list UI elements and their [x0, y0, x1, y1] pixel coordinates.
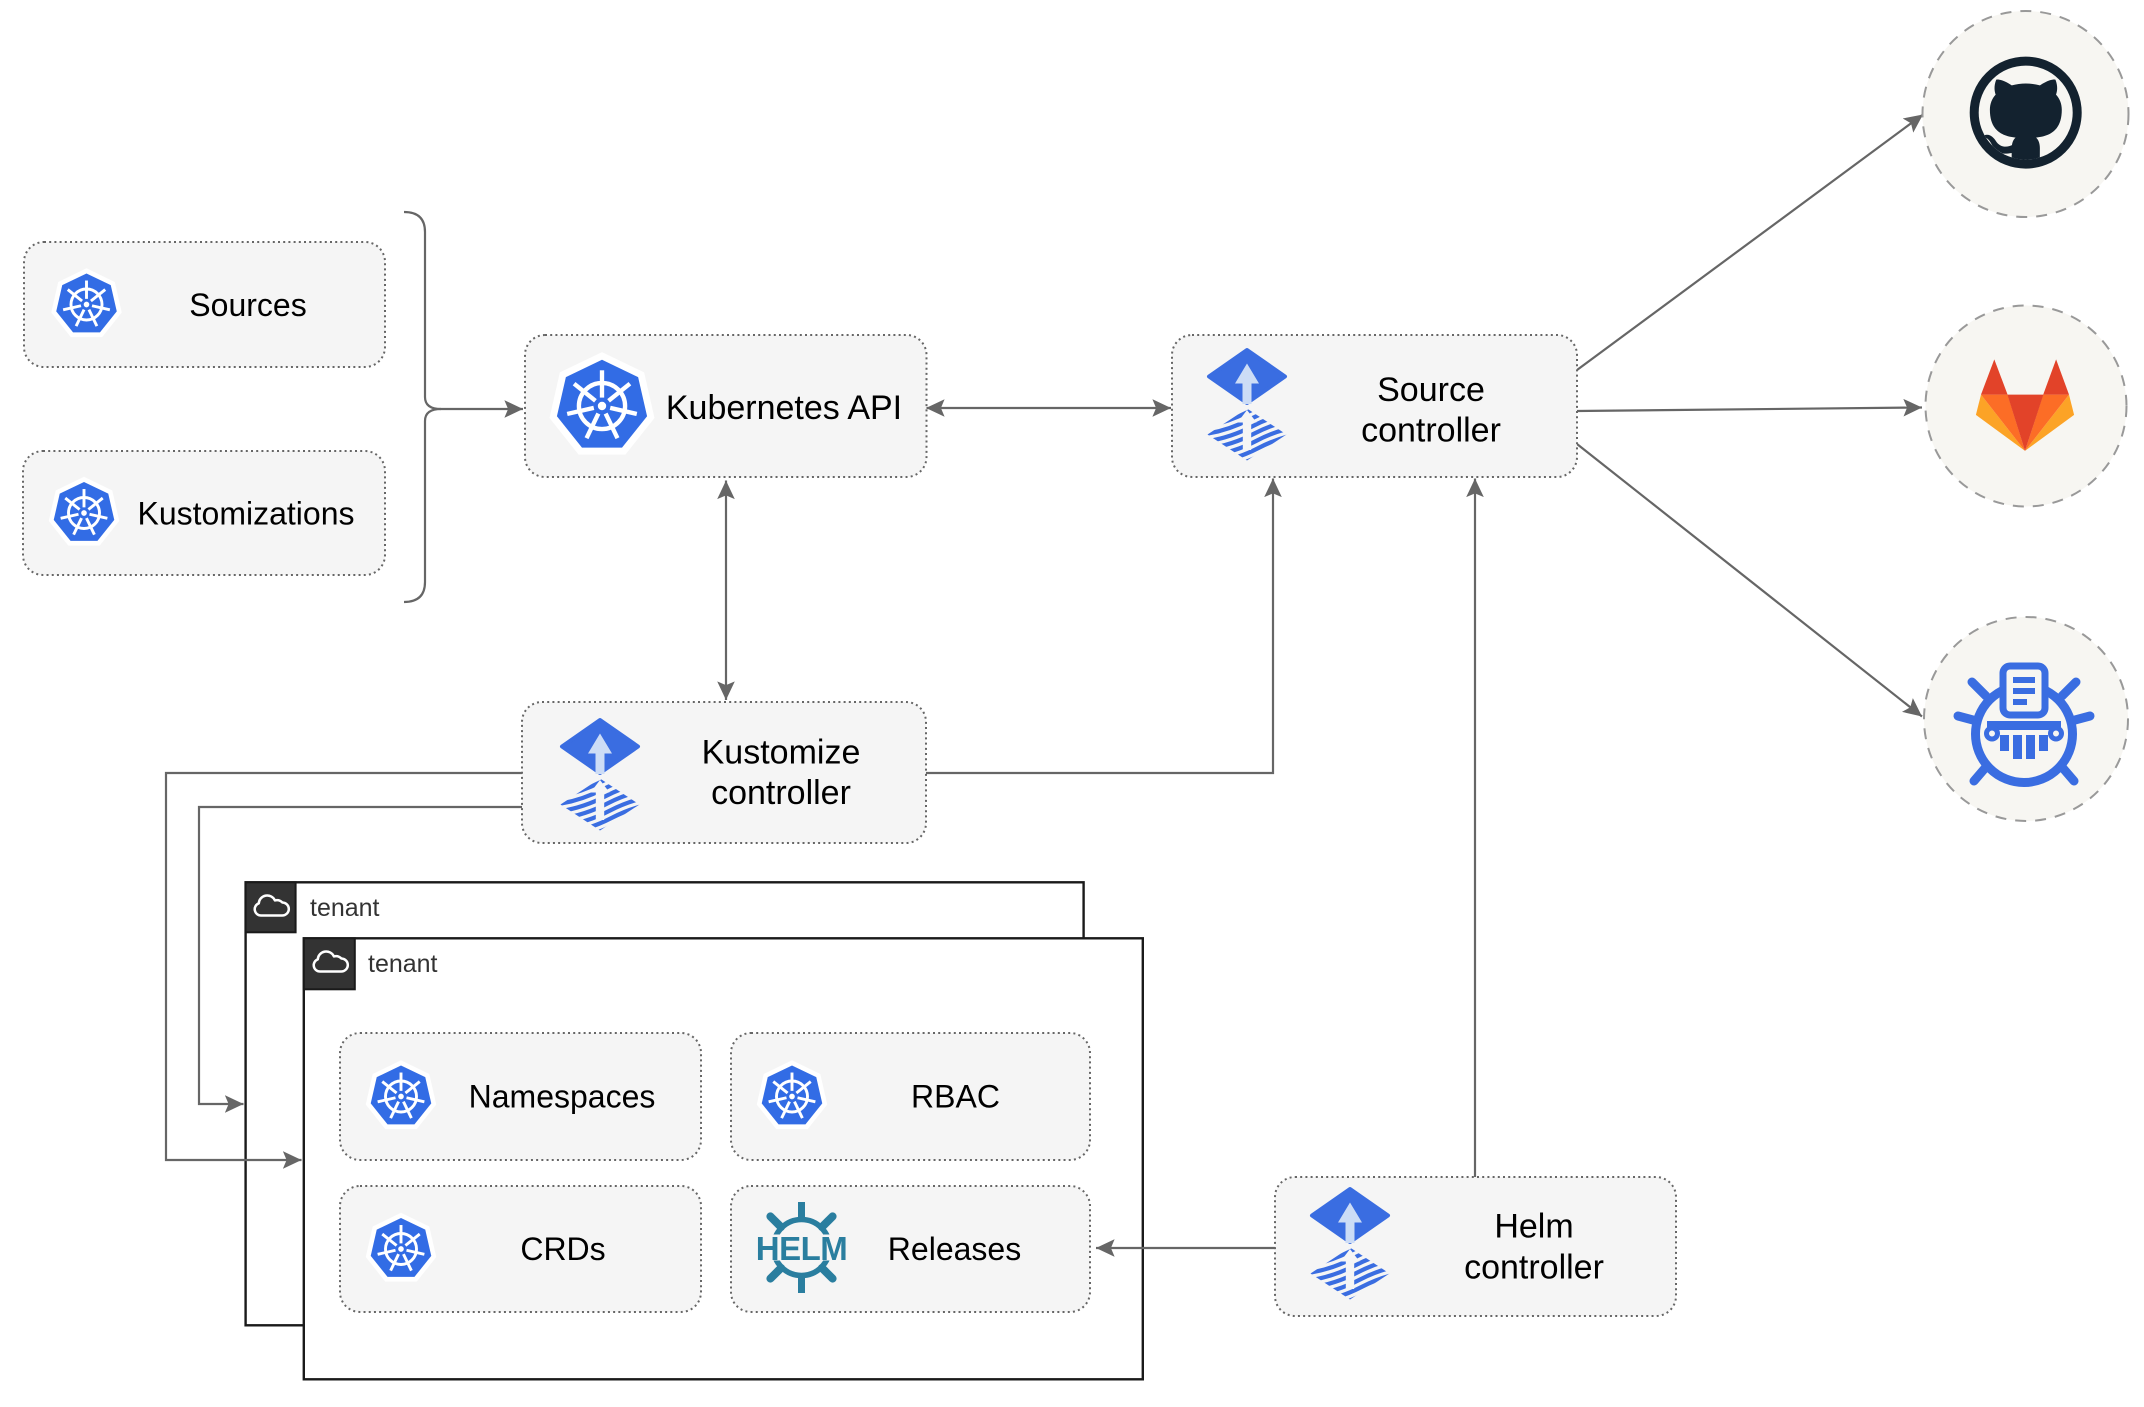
svg-text:tenant: tenant [310, 894, 380, 922]
svg-text:controller: controller [711, 774, 851, 812]
svg-text:Kustomizations: Kustomizations [138, 496, 355, 532]
svg-text:Helm: Helm [1494, 1208, 1573, 1246]
svg-text:Source: Source [1377, 371, 1485, 409]
svg-text:Kubernetes API: Kubernetes API [666, 389, 902, 427]
svg-text:Kustomize: Kustomize [702, 734, 861, 772]
svg-text:Releases: Releases [888, 1231, 1021, 1267]
svg-text:Namespaces: Namespaces [469, 1079, 656, 1115]
svg-text:Sources: Sources [189, 287, 306, 323]
svg-text:tenant: tenant [368, 950, 438, 978]
svg-text:CRDs: CRDs [520, 1231, 605, 1267]
svg-text:RBAC: RBAC [911, 1079, 1000, 1115]
svg-text:controller: controller [1361, 412, 1501, 450]
svg-text:controller: controller [1464, 1248, 1604, 1286]
